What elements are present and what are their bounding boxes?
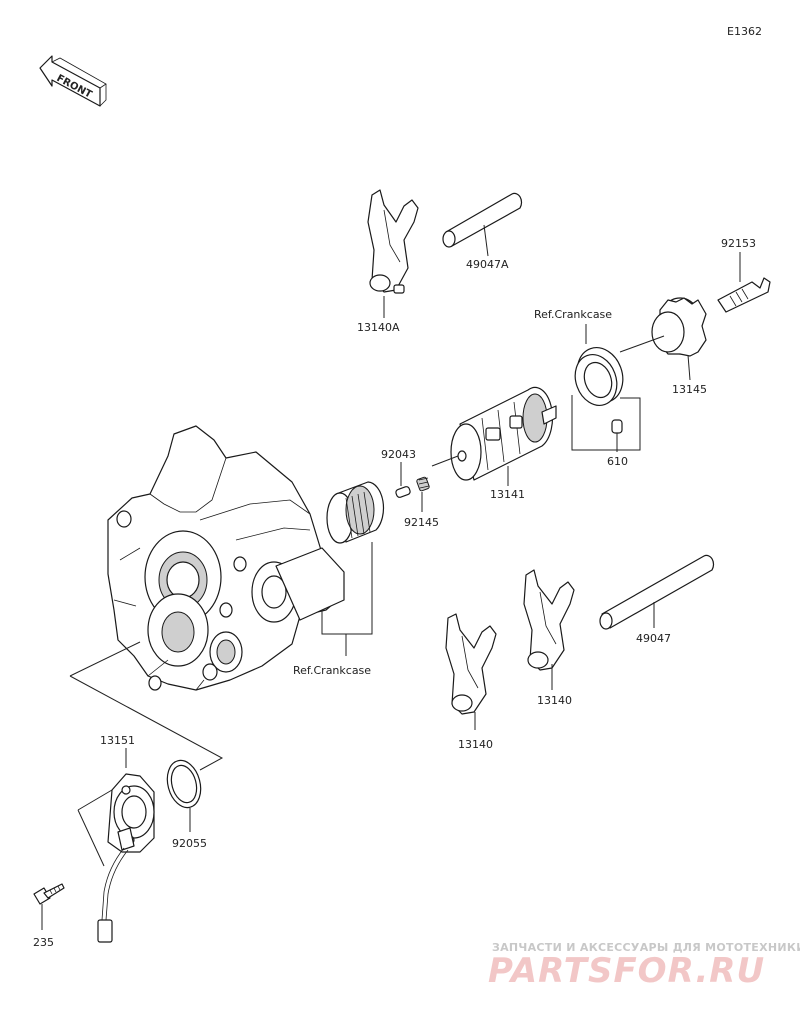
label-13140-right: 13140 [537, 694, 572, 707]
pin-92043 [395, 486, 411, 498]
shift-drum-cam-13145 [619, 297, 707, 357]
label-235: 235 [33, 936, 54, 949]
shift-fork-13140-right [523, 569, 575, 671]
label-49047: 49047 [636, 632, 671, 645]
projection-lines [69, 641, 224, 771]
shift-rod-49047a [442, 192, 523, 248]
leader-bracket-mid [321, 542, 373, 635]
pin-610 [611, 419, 623, 434]
diagram-code: E1362 [727, 25, 762, 38]
shift-fork-13140a [367, 189, 419, 294]
label-92153: 92153 [721, 237, 756, 250]
spring-92145 [416, 476, 430, 492]
leader-13151-bracket [77, 789, 113, 867]
label-13140a: 13140A [357, 321, 400, 334]
front-arrow-icon: FRONT [39, 55, 107, 107]
needle-bearing [326, 481, 385, 544]
leader-13145 [687, 354, 691, 381]
gear-position-sensor-13151 [97, 773, 155, 943]
crankcase-housing [107, 425, 345, 691]
shift-drum-13141 [431, 386, 557, 481]
shift-rod-49047 [599, 554, 715, 630]
label-ref-crankcase-top: Ref.Crankcase [534, 308, 612, 321]
leader-49047a [483, 224, 489, 257]
label-13140-left: 13140 [458, 738, 493, 751]
shift-fork-13140-left [445, 613, 497, 715]
screw-235 [33, 883, 65, 905]
label-49047a: 49047A [466, 258, 509, 271]
label-13141: 13141 [490, 488, 525, 501]
label-13145: 13145 [672, 383, 707, 396]
label-13151: 13151 [100, 734, 135, 747]
label-610: 610 [607, 455, 628, 468]
watermark-tagline: ЗАПЧАСТИ И АКСЕССУАРЫ ДЛЯ МОТОТЕХНИКИ [492, 941, 800, 954]
leader-bracket-top [571, 395, 641, 451]
label-92145: 92145 [404, 516, 439, 529]
bolt-92153 [717, 277, 771, 313]
label-92055: 92055 [172, 837, 207, 850]
watermark-brand: PARTSFOR.RU [488, 951, 765, 991]
o-ring-92055 [166, 759, 202, 809]
label-92043: 92043 [381, 448, 416, 461]
label-ref-crankcase-mid: Ref.Crankcase [293, 664, 371, 677]
bearing-ref-crankcase [574, 347, 624, 406]
